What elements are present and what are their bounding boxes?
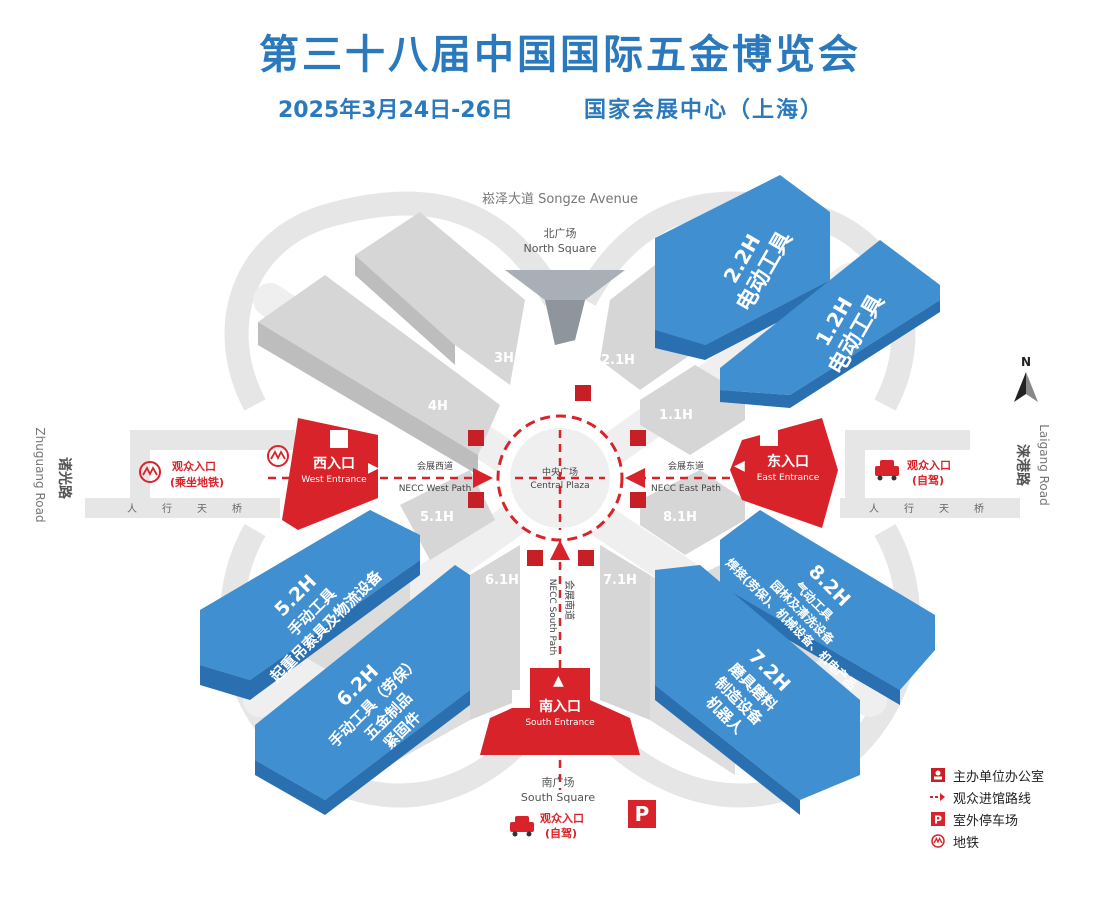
south-entrance-cn: 南入口 <box>539 698 581 715</box>
south-entrance-en: South Entrance <box>525 718 595 728</box>
west-path-en: NECC West Path <box>399 484 472 494</box>
west-entrance[interactable] <box>282 418 378 530</box>
central-plaza-cn: 中央广场 <box>542 466 578 478</box>
legend-parking-label: 室外停车场 <box>953 813 1019 829</box>
bridge-char: 天 <box>197 504 207 515</box>
east-entrance-en: East Entrance <box>757 473 820 483</box>
legend-item-metro: 地铁 <box>930 830 1100 852</box>
bridge-char: 行 <box>162 502 172 515</box>
office-markers <box>330 385 778 708</box>
east-entrance-cn: 东入口 <box>767 453 809 470</box>
legend-item-route: 观众进馆路线 <box>930 786 1100 808</box>
parking-icon <box>628 800 656 828</box>
event-date: 2025年3月24日-26日 <box>278 98 513 123</box>
west-entrance-cn: 西入口 <box>313 456 355 472</box>
bridge-char: 行 <box>904 502 914 515</box>
east-road-stub <box>845 430 970 498</box>
south-square-en: South Square <box>521 791 595 804</box>
south-square-cn: 南广场 <box>542 775 575 789</box>
office-icon <box>930 767 946 783</box>
east-entrance-arrow: ◀ <box>734 458 745 474</box>
east-visitor-line1: 观众入口 <box>907 458 951 472</box>
legend-office-label: 主办单位办公室 <box>953 769 1045 785</box>
south-entrance[interactable] <box>480 668 640 755</box>
south-visitor-line1: 观众入口 <box>540 811 584 825</box>
west-path-cn: 会展西道 <box>417 460 453 472</box>
route-arrow-icon <box>930 789 946 805</box>
west-road-stub <box>130 430 295 498</box>
bridge-char: 桥 <box>232 503 242 515</box>
north-square <box>505 270 625 345</box>
page-title: 第三十八届中国国际五金博览会 <box>259 32 861 78</box>
west-road-cn: 诸光路 <box>56 457 73 500</box>
parking-letter: P <box>635 802 650 826</box>
hall-label-3h: 3H <box>494 351 514 366</box>
north-square-cn: 北广场 <box>544 226 577 240</box>
visitor-routes <box>268 430 730 790</box>
hall-label-61h: 6.1H <box>485 573 519 588</box>
east-path-cn: 会展东道 <box>668 460 704 472</box>
west-entrance-en: West Entrance <box>301 475 367 485</box>
hall-label-11h: 1.1H <box>659 408 693 423</box>
south-visitor-line2: (自驾) <box>545 826 577 840</box>
west-entrance-arrow: ▶ <box>368 460 379 476</box>
hall-label-51h: 5.1H <box>420 510 454 525</box>
north-square-en: North Square <box>524 242 597 255</box>
east-visitor-line2: (自驾) <box>912 473 944 487</box>
bridge-char: 人 <box>869 503 879 515</box>
east-entrance[interactable] <box>730 418 838 528</box>
south-entrance-arrow: ▲ <box>553 673 564 689</box>
svg-text:P: P <box>934 814 942 827</box>
red-entrances[interactable] <box>282 418 838 755</box>
south-path-en: NECC South Path <box>547 579 557 656</box>
car-icon <box>510 460 899 837</box>
blue-halls <box>200 175 940 815</box>
south-path-cn: 会展南道 <box>563 580 576 620</box>
parking-legend-icon: P <box>930 811 946 827</box>
west-road-en: Zhuguang Road <box>33 427 47 522</box>
legend-metro-label: 地铁 <box>953 835 980 851</box>
north-road-label: 崧泽大道 Songze Avenue <box>482 192 638 207</box>
hall-label-81h: 8.1H <box>663 510 697 525</box>
west-visitor-line2: (乘坐地铁) <box>170 475 224 489</box>
bridge-char: 天 <box>939 504 949 515</box>
compass-icon <box>1014 372 1038 402</box>
metro-icon <box>139 445 289 483</box>
central-plaza-en: Central Plaza <box>530 481 589 491</box>
pedestrian-bridge-east <box>840 498 1020 518</box>
legend-item-parking: P 室外停车场 <box>930 808 1100 830</box>
hall-label-21h: 2.1H <box>601 353 635 368</box>
east-road-en: Laigang Road <box>1037 424 1051 506</box>
east-road-cn: 涞港路 <box>1014 444 1031 487</box>
bridge-char: 桥 <box>974 503 984 515</box>
legend-route-label: 观众进馆路线 <box>953 791 1032 807</box>
metro-legend-icon <box>930 833 946 849</box>
hall-label-4h: 4H <box>428 399 448 414</box>
hall-label-71h: 7.1H <box>603 573 637 588</box>
pedestrian-bridge-west <box>85 498 280 518</box>
event-venue: 国家会展中心（上海） <box>584 98 825 123</box>
compass-letter: N <box>1021 355 1031 369</box>
map-legend: 主办单位办公室 观众进馆路线 P 室外停车场 地铁 <box>930 764 1100 852</box>
east-path-en: NECC East Path <box>651 484 721 494</box>
bridge-char: 人 <box>127 503 137 515</box>
legend-item-office: 主办单位办公室 <box>930 764 1100 786</box>
west-visitor-line1: 观众入口 <box>172 459 216 473</box>
